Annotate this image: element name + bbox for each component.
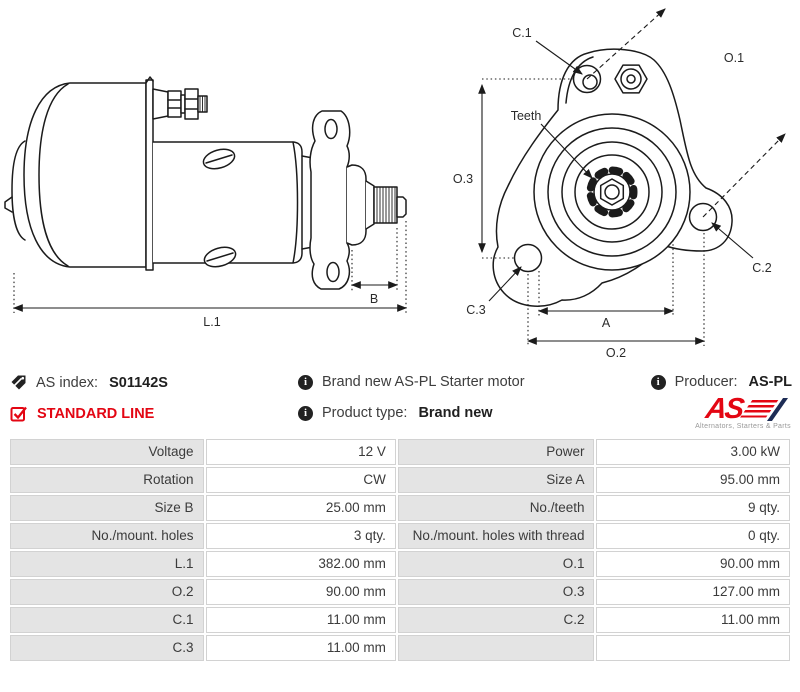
drive-housing <box>152 141 314 268</box>
spec-value-cell: 25.00 mm <box>205 495 396 521</box>
info-icon: i <box>650 374 666 390</box>
product-type-row: i Product type: Brand new <box>298 405 493 421</box>
spec-label-cell: No./teeth <box>397 495 595 521</box>
spec-value-cell: 11.00 mm <box>205 607 396 633</box>
spec-value-cell: 127.00 mm <box>596 579 790 605</box>
product-type-value: Brand new <box>418 405 493 421</box>
aspl-logo: AS Alternators, Starters & Parts <box>694 393 792 430</box>
dim-label-o2: O.2 <box>606 346 626 360</box>
as-index-row: AS index: S01142S <box>10 374 168 391</box>
top-bolt <box>614 64 648 94</box>
spec-label-cell: No./mount. holes with thread <box>397 523 595 549</box>
spec-label-cell: L.1 <box>10 551 204 577</box>
spec-label-cell: C.1 <box>10 607 204 633</box>
spec-label-cell: O.1 <box>397 551 595 577</box>
spec-value-cell: CW <box>205 467 396 493</box>
spec-label-cell: Voltage <box>10 439 204 465</box>
dim-label-l1: L.1 <box>203 315 220 329</box>
spec-label-cell: O.2 <box>10 579 204 605</box>
side-view-drawing: B L.1 <box>4 76 408 329</box>
front-view-dimensions <box>478 8 786 346</box>
rear-end-plate <box>4 140 26 241</box>
spec-value-cell: 3 qty. <box>205 523 396 549</box>
front-view-drawing: C.1 O.1 Teeth O.3 C.2 C.3 A O.2 <box>453 8 786 360</box>
spec-value-cell: 9 qty. <box>596 495 790 521</box>
spec-label-cell: C.2 <box>397 607 595 633</box>
info-icon: i <box>298 374 313 390</box>
spec-value-cell: 90.00 mm <box>596 551 790 577</box>
spec-row: O.2 90.00 mm O.3 127.00 mm <box>10 579 790 605</box>
dim-label-c3: C.3 <box>466 303 486 317</box>
dim-label-o1: O.1 <box>724 51 744 65</box>
spec-table: Voltage 12 V Power 3.00 kW Rotation CW S… <box>8 437 792 663</box>
motor-body <box>23 76 154 271</box>
spec-label-cell: Power <box>397 439 595 465</box>
spec-value-cell: 90.00 mm <box>205 579 396 605</box>
dim-label-teeth: Teeth <box>511 109 542 123</box>
logo-tagline: Alternators, Starters & Parts <box>695 423 791 430</box>
dim-label-b: B <box>370 292 378 306</box>
product-type-label: Product type: <box>322 405 408 421</box>
as-index-label: AS index: <box>36 374 99 391</box>
spec-label-cell: O.3 <box>397 579 595 605</box>
spec-label-cell: C.3 <box>10 635 204 661</box>
spec-label-cell: No./mount. holes <box>10 523 204 549</box>
spec-value-cell: 95.00 mm <box>596 467 790 493</box>
dim-label-c2: C.2 <box>752 261 772 275</box>
spec-value-cell: 11.00 mm <box>596 607 790 633</box>
as-index-value: S01142S <box>109 374 168 391</box>
spec-value-cell: 0 qty. <box>596 523 790 549</box>
side-view-dimensions <box>12 221 408 313</box>
checkbox-icon <box>10 405 28 422</box>
producer-row: i Producer: AS-PL <box>650 374 793 390</box>
dim-label-c1: C.1 <box>512 26 532 40</box>
spec-label-cell: Size A <box>397 467 595 493</box>
producer-value: AS-PL <box>748 374 793 390</box>
spec-value-cell <box>596 635 790 661</box>
dim-label-a: A <box>602 316 611 330</box>
spec-row: L.1 382.00 mm O.1 90.00 mm <box>10 551 790 577</box>
standard-line-row: STANDARD LINE <box>10 405 154 422</box>
mounting-flange <box>309 110 351 290</box>
product-description: Brand new AS-PL Starter motor <box>322 374 525 390</box>
spec-value-cell: 11.00 mm <box>205 635 396 661</box>
spec-label-cell: Rotation <box>10 467 204 493</box>
spec-label-cell: Size B <box>10 495 204 521</box>
spec-value-cell: 12 V <box>205 439 396 465</box>
dim-label-o3: O.3 <box>453 172 473 186</box>
spec-row: Size B 25.00 mm No./teeth 9 qty. <box>10 495 790 521</box>
spec-value-cell: 3.00 kW <box>596 439 790 465</box>
terminal-stud <box>152 88 208 120</box>
description-row: i Brand new AS-PL Starter motor <box>298 374 525 390</box>
spec-label-cell <box>397 635 595 661</box>
producer-label: Producer: <box>674 374 738 390</box>
standard-line-badge: STANDARD LINE <box>37 405 155 422</box>
info-icon: i <box>298 405 313 421</box>
spec-row: Rotation CW Size A 95.00 mm <box>10 467 790 493</box>
tag-icon <box>10 374 27 391</box>
pinion-gear <box>586 166 638 218</box>
spec-row: No./mount. holes 3 qty. No./mount. holes… <box>10 523 790 549</box>
pinion-shaft <box>346 164 407 246</box>
spec-row: C.1 11.00 mm C.2 11.00 mm <box>10 607 790 633</box>
spec-row: C.3 11.00 mm <box>10 635 790 661</box>
spec-value-cell: 382.00 mm <box>205 551 396 577</box>
logo-text: AS <box>704 393 745 425</box>
spec-row: Voltage 12 V Power 3.00 kW <box>10 439 790 465</box>
